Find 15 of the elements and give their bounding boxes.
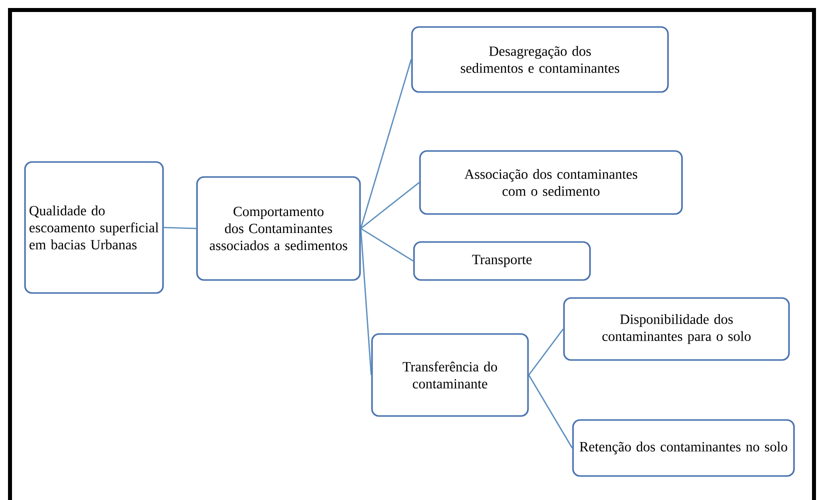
process-box: Comportamento dos Contaminantes associados a sedimentos	[196, 176, 361, 281]
process-box: Qualidade do escoamento superficial em bacias Urbanas	[24, 161, 164, 294]
process-box: Transferência do contaminante	[371, 333, 529, 417]
connector-line	[528, 328, 564, 376]
process-box: Associação dos contaminantes com o sedimento	[419, 150, 683, 215]
connector-line	[164, 226, 196, 230]
process-box: Disponibilidade dos contaminantes para o solo	[563, 297, 790, 361]
process-box: Desagregação dos sedimentos e contaminantes	[411, 26, 669, 93]
process-box: Retenção dos contaminantes no solo	[572, 419, 795, 477]
connector-line	[360, 228, 414, 262]
connector-line	[360, 182, 420, 229]
connector-line	[360, 59, 412, 229]
process-box: Transporte	[413, 241, 591, 281]
connector-line	[360, 228, 372, 376]
connector-line	[528, 374, 573, 448]
